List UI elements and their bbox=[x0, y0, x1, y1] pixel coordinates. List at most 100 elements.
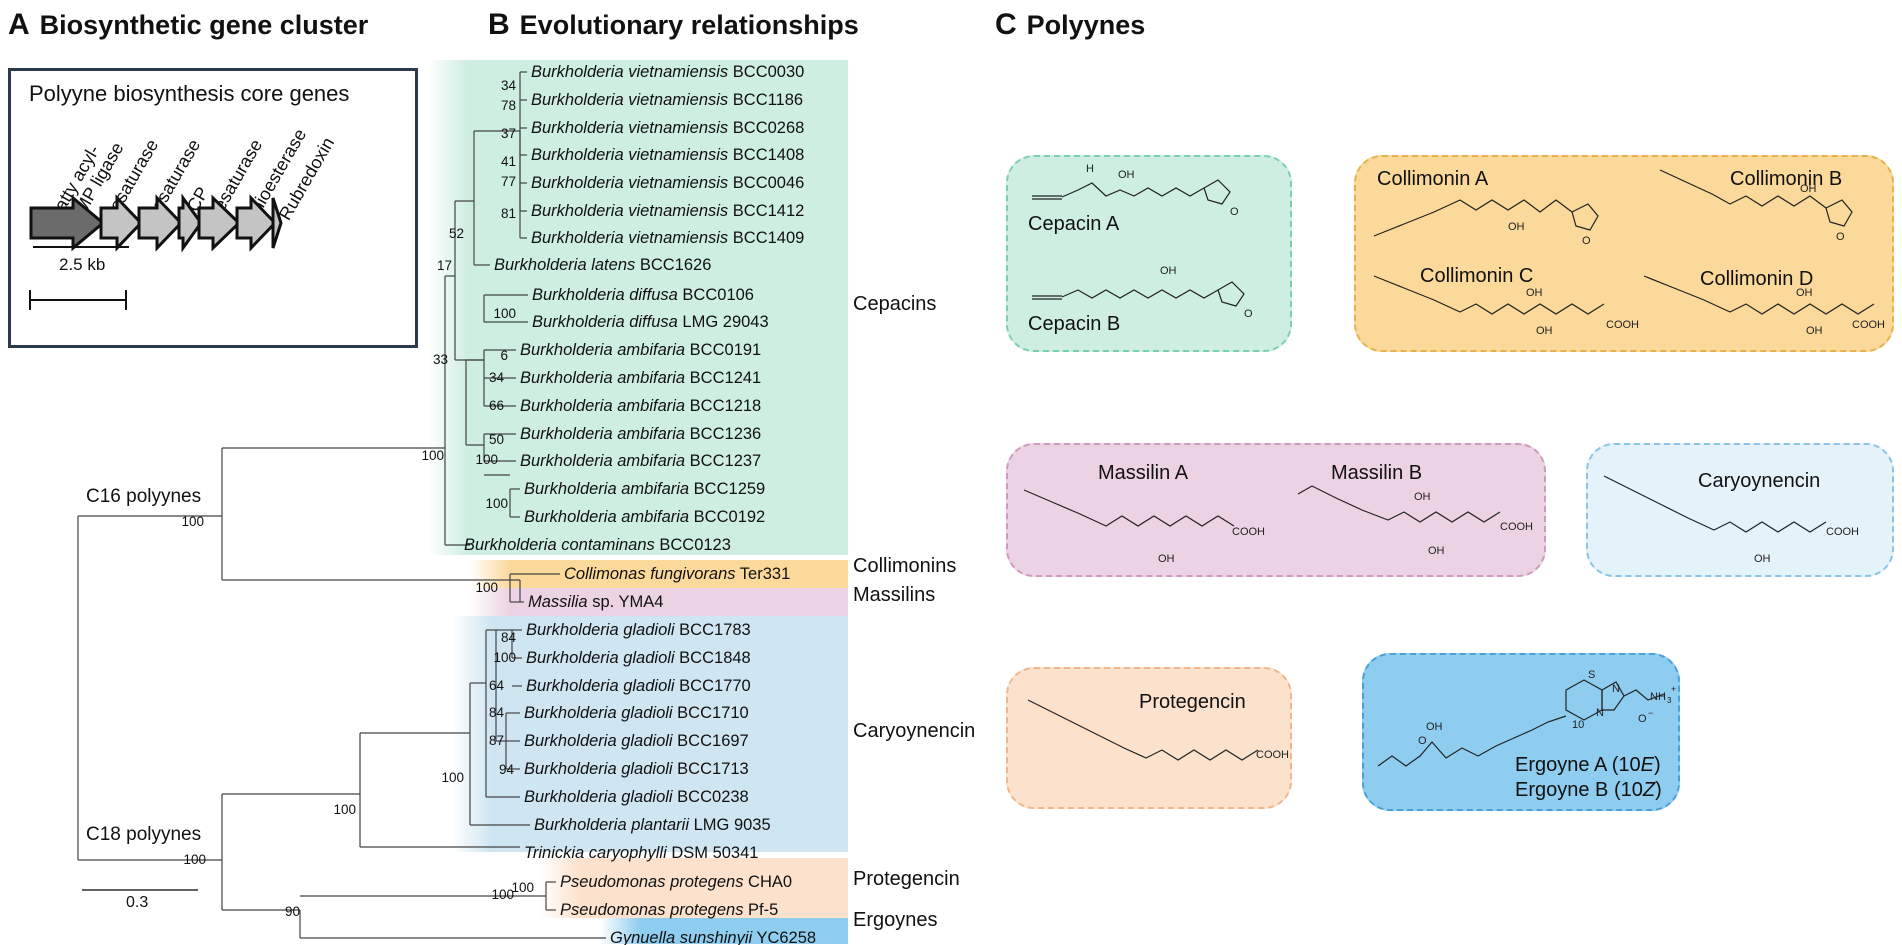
leaf-strain: BCC1241 bbox=[685, 369, 762, 387]
leaf-strain: BCC0192 bbox=[689, 508, 766, 526]
collimonin-d-oh1: OH bbox=[1796, 287, 1813, 299]
massilin-a-cooh: COOH bbox=[1232, 526, 1265, 538]
bootstrap-value: 100 bbox=[511, 880, 534, 895]
caryoynencin-oh: OH bbox=[1754, 553, 1771, 565]
tree-scale-label: 0.3 bbox=[126, 894, 149, 911]
collimonin-b-name: Collimonin B bbox=[1730, 168, 1843, 190]
leaf-species: Burkholderia vietnamiensis bbox=[531, 119, 729, 137]
leaf-strain: BCC1409 bbox=[728, 229, 805, 247]
massilin-a-oh: OH bbox=[1158, 553, 1175, 565]
bootstrap-value: 100 bbox=[493, 306, 516, 321]
tree-leaf: Burkholderia gladioli BCC1848 bbox=[526, 648, 751, 668]
leaf-species: Burkholderia ambifaria bbox=[520, 452, 686, 470]
ergoyne-b-prefix: Ergoyne B (10 bbox=[1515, 779, 1643, 801]
cepacin-a-o: O bbox=[1230, 206, 1239, 218]
leaf-strain: CHA0 bbox=[743, 873, 793, 891]
bootstrap-value: 100 bbox=[183, 852, 206, 867]
leaf-strain: BCC1710 bbox=[672, 704, 749, 722]
panel-b-title-text: Evolutionary relationships bbox=[519, 10, 859, 40]
gene-cluster-box: Polyyne biosynthesis core genes Fatty ac… bbox=[8, 68, 418, 348]
leaf-strain: BCC1186 bbox=[728, 91, 804, 109]
ergoyne-nh3-plus: + bbox=[1671, 684, 1676, 694]
tree-leaf: Burkholderia gladioli BCC1710 bbox=[524, 703, 749, 723]
massilin-b-oh2: OH bbox=[1428, 545, 1445, 557]
leaf-species: Burkholderia latens bbox=[494, 256, 636, 274]
leaf-strain: BCC1697 bbox=[672, 732, 749, 750]
cepacin-a-h: H bbox=[1086, 163, 1094, 175]
ergoyne-nh3-sub: 3 bbox=[1667, 696, 1672, 705]
leaf-strain: BCC1770 bbox=[674, 677, 751, 695]
collimonin-d-structure bbox=[1643, 275, 1875, 315]
bootstrap-value: 41 bbox=[500, 154, 516, 169]
collimonin-b-oh: OH bbox=[1800, 183, 1817, 195]
leaf-strain: BCC0046 bbox=[728, 174, 805, 192]
leaf-species: Burkholderia vietnamiensis bbox=[531, 63, 729, 81]
bootstrap-value: 100 bbox=[491, 887, 514, 902]
leaf-species: Burkholderia gladioli bbox=[524, 732, 673, 750]
ergoyne-a-close: ) bbox=[1654, 754, 1661, 776]
leaf-strain: BCC1236 bbox=[685, 425, 762, 443]
leaf-species: Pseudomonas protegens bbox=[560, 901, 744, 919]
leaf-species: Burkholderia ambifaria bbox=[520, 341, 686, 359]
bootstrap-value: 66 bbox=[488, 398, 504, 413]
tree-leaf: Burkholderia gladioli BCC1713 bbox=[524, 759, 749, 779]
leaf-strain: BCC1408 bbox=[728, 146, 805, 164]
leaf-strain: BCC1848 bbox=[674, 649, 751, 667]
panel-c-title-text: Polyynes bbox=[1026, 10, 1146, 40]
tree-leaf: Burkholderia gladioli BCC0238 bbox=[524, 787, 749, 807]
massilin-a-name: Massilin A bbox=[1098, 462, 1189, 484]
leaf-strain: LMG 9035 bbox=[689, 816, 771, 834]
clade-label-c16: C16 polyynes bbox=[86, 486, 202, 507]
leaf-species: Burkholderia gladioli bbox=[526, 621, 675, 639]
band-fade-2 bbox=[452, 616, 492, 852]
leaf-strain: BCC1237 bbox=[685, 452, 762, 470]
cepacin-b-structure bbox=[1032, 281, 1245, 307]
leaf-strain: BCC1626 bbox=[635, 256, 712, 274]
tree-leaf: Collimonas fungivorans Ter331 bbox=[564, 564, 790, 584]
bootstrap-value: 6 bbox=[500, 348, 508, 363]
ergoyne-n2: N bbox=[1596, 707, 1604, 719]
tree-leaf: Burkholderia plantarii LMG 9035 bbox=[534, 815, 771, 835]
leaf-species: Burkholderia diffusa bbox=[532, 286, 678, 304]
collimonin-a-structure bbox=[1373, 199, 1599, 237]
leaf-species: Trinickia caryophylli bbox=[524, 844, 667, 862]
caryoynencin-structure bbox=[1603, 475, 1827, 533]
group-label-caryoynencin: Caryoynencin bbox=[853, 720, 976, 742]
bootstrap-value: 100 bbox=[441, 770, 464, 785]
band-massilins bbox=[470, 588, 848, 616]
ergoyne-b-isomer: Z bbox=[1642, 779, 1656, 801]
ergoyne-a-name: Ergoyne A (10E) bbox=[1515, 754, 1661, 777]
bootstrap-value: 52 bbox=[448, 226, 464, 241]
leaf-species: Burkholderia contaminans bbox=[464, 536, 655, 554]
ergoyne-b-name: Ergoyne B (10Z) bbox=[1515, 779, 1662, 802]
leaf-species: Burkholderia gladioli bbox=[524, 704, 673, 722]
ergoyne-oh: OH bbox=[1426, 721, 1443, 733]
panel-c-title: C Polyynes bbox=[995, 8, 1145, 42]
ergoyne-s: S bbox=[1588, 669, 1595, 681]
leaf-species: Burkholderia vietnamiensis bbox=[531, 174, 729, 192]
collimonin-c-structure bbox=[1373, 275, 1605, 315]
caryoynencin-box bbox=[1586, 443, 1894, 577]
leaf-species: Burkholderia gladioli bbox=[524, 788, 673, 806]
band-ergoynes bbox=[600, 918, 848, 944]
bootstrap-value: 33 bbox=[432, 352, 448, 367]
collimonin-c-name: Collimonin C bbox=[1420, 265, 1534, 287]
tree-leaf: Burkholderia vietnamiensis BCC1186 bbox=[531, 90, 803, 110]
leaf-strain: BCC0106 bbox=[677, 286, 754, 304]
leaf-strain: BCC0030 bbox=[728, 63, 805, 81]
ergoyne-structure bbox=[1377, 679, 1665, 767]
ergoyne-n1: N bbox=[1612, 683, 1620, 695]
tree-leaf: Burkholderia gladioli BCC1783 bbox=[526, 620, 751, 640]
leaf-species: Burkholderia ambifaria bbox=[524, 508, 690, 526]
cepacin-b-oh: OH bbox=[1160, 265, 1177, 277]
tree-leaf: Burkholderia ambifaria BCC1241 bbox=[520, 368, 761, 388]
ergoyne-a-isomer: E bbox=[1640, 754, 1654, 776]
panel-c-letter: C bbox=[995, 8, 1017, 41]
leaf-strain: BCC0268 bbox=[728, 119, 805, 137]
cepacin-b-o: O bbox=[1244, 308, 1253, 320]
group-label-ergoynes: Ergoynes bbox=[853, 909, 938, 931]
band-protegencin bbox=[540, 858, 848, 918]
leaf-species: Burkholderia vietnamiensis bbox=[531, 146, 729, 164]
cepacin-box bbox=[1006, 155, 1292, 352]
